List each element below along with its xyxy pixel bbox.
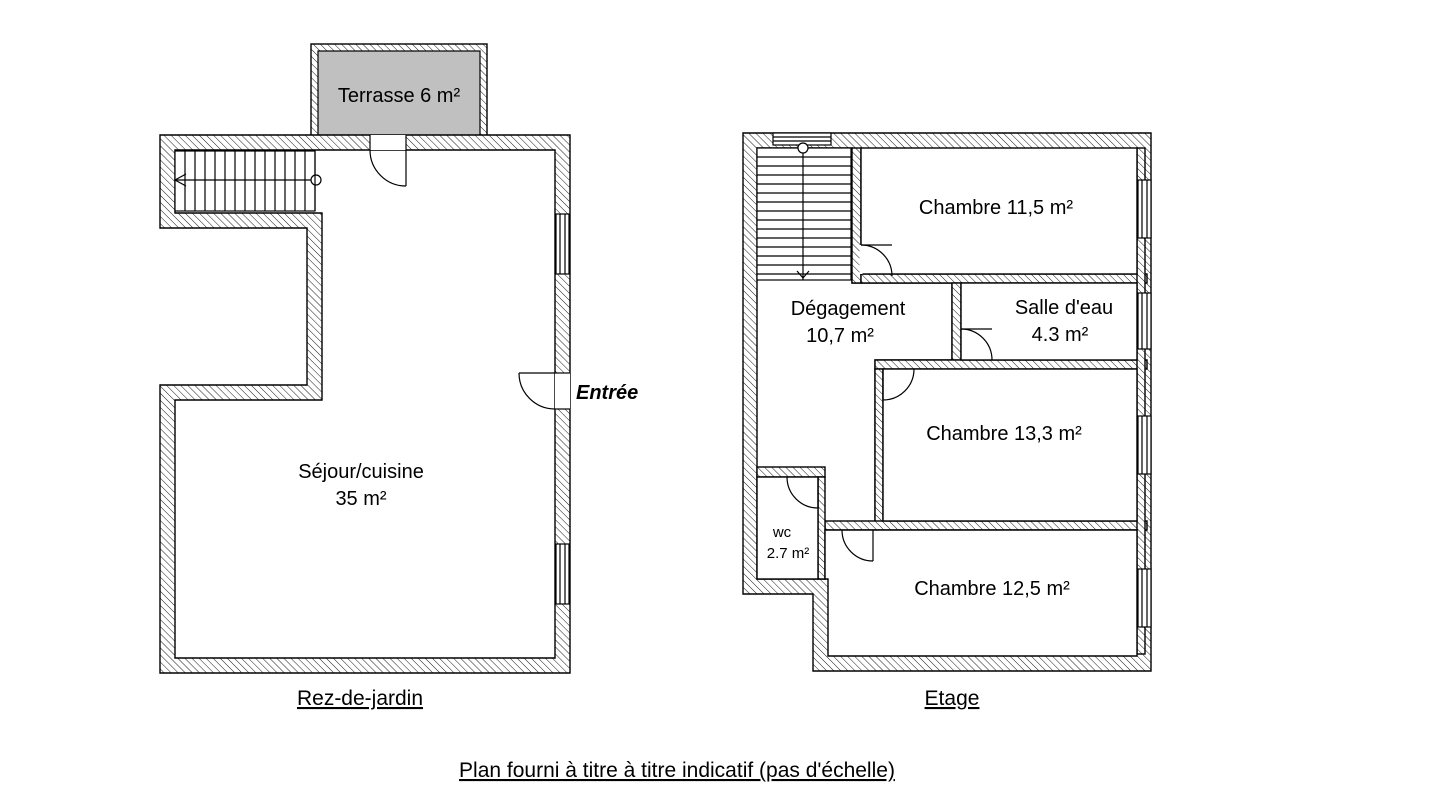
upper-floor-caption: Etage — [925, 687, 980, 710]
hallway-label: Dégagement — [791, 298, 906, 320]
door-bedroom-2 — [882, 368, 915, 401]
living-room-label: Séjour/cuisine — [298, 461, 424, 483]
window-east-upper — [555, 213, 570, 275]
bathroom-label: Salle d'eau — [1015, 297, 1113, 319]
ground-floor-interior — [174, 149, 556, 659]
wc-label: wc — [772, 524, 792, 541]
window-bedroom-1 — [1137, 179, 1152, 239]
wc-area: 2.7 m² — [767, 545, 810, 562]
upper-floor-plan: Chambre 11,5 m² Dégagement 10,7 m² Salle… — [742, 132, 1152, 710]
terrace-door — [369, 135, 407, 187]
window-east-lower — [555, 543, 570, 605]
window-bedroom-3 — [1137, 568, 1152, 628]
bedroom-1-label: Chambre 11,5 m² — [919, 197, 1073, 219]
door-wc — [786, 476, 819, 509]
hallway-area: 10,7 m² — [806, 325, 874, 347]
door-bathroom — [960, 328, 993, 361]
bathroom — [960, 282, 1138, 361]
ground-floor-staircase — [173, 150, 322, 212]
bedroom-2-label: Chambre 13,3 m² — [926, 423, 1082, 445]
entrance-label: Entrée — [576, 382, 638, 404]
terrace-label: Terrasse 6 m² — [338, 85, 461, 107]
wc-room — [756, 476, 819, 580]
bedroom-3 — [824, 529, 1138, 657]
window-bathroom — [1137, 292, 1152, 350]
terrace — [310, 43, 488, 137]
ground-floor-plan: Terrasse 6 m² Séjour/cuisine 35 m² Entré… — [159, 43, 638, 710]
ground-floor-caption: Rez-de-jardin — [297, 687, 423, 710]
living-room-area: 35 m² — [335, 488, 386, 510]
bedroom-2 — [882, 368, 1138, 522]
entrance-door — [518, 372, 570, 410]
disclaimer: Plan fourni à titre à titre indicatif (p… — [459, 759, 895, 782]
bedroom-1 — [860, 147, 1138, 275]
bathroom-area: 4.3 m² — [1032, 324, 1089, 346]
window-bedroom-2 — [1137, 415, 1152, 475]
door-bedroom-3 — [841, 529, 874, 562]
door-bedroom-1 — [859, 244, 893, 277]
bedroom-3-label: Chambre 12,5 m² — [914, 578, 1070, 600]
upper-floor-staircase — [756, 142, 852, 281]
